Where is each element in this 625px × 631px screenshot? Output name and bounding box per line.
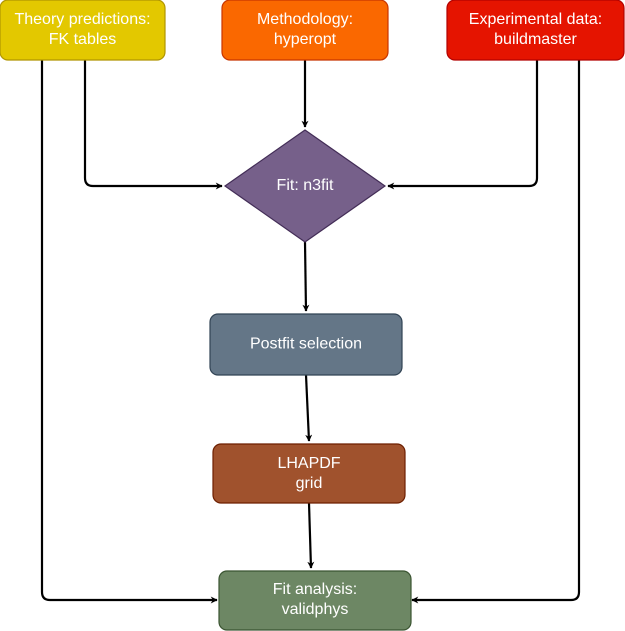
node-methodology-label-line1: Methodology: [257, 11, 353, 28]
edge-experimental-to-analysis [411, 60, 581, 604]
node-theory-label-line1: Theory predictions: [14, 11, 150, 28]
edge-postfit-to-lhapdf [304, 374, 313, 442]
node-experimental-label-line1: Experimental data: [469, 11, 602, 28]
node-experimental-box [446, 0, 625, 61]
node-theory-predictions: Theory predictions: FK tables [0, 0, 166, 61]
node-experimental-label-line2: buildmaster [494, 31, 577, 48]
node-postfit-selection: Postfit selection [209, 313, 403, 376]
node-fit-diamond [223, 129, 387, 243]
node-methodology-box [221, 0, 389, 61]
node-analysis-box [218, 570, 412, 631]
node-experimental-data: Experimental data: buildmaster [446, 0, 625, 61]
node-theory-label-line2: FK tables [49, 31, 117, 48]
node-lhapdf-label-line2: grid [296, 475, 323, 492]
node-postfit-box [209, 313, 403, 376]
node-methodology: Methodology: hyperopt [221, 0, 389, 61]
node-fit: Fit: n3fit [223, 129, 387, 243]
edge-lhapdf-to-analysis [307, 502, 315, 569]
edge-experimental-to-fit [387, 60, 539, 190]
node-postfit-label: Postfit selection [250, 336, 362, 353]
node-analysis-label-line2: validphys [282, 601, 349, 618]
node-lhapdf-box [212, 443, 406, 504]
node-lhapdf-label-line1: LHAPDF [277, 455, 340, 472]
node-analysis-label-line1: Fit analysis: [273, 581, 357, 598]
edge-theory-to-fit [83, 60, 223, 190]
edge-theory-to-analysis [40, 60, 218, 604]
edge-fit-to-postfit [302, 241, 310, 312]
node-fit-analysis: Fit analysis: validphys [218, 570, 412, 631]
node-methodology-label-line2: hyperopt [274, 31, 337, 48]
node-fit-label: Fit: n3fit [277, 177, 334, 194]
node-theory-box [0, 0, 166, 61]
edges [40, 60, 581, 604]
node-lhapdf-grid: LHAPDF grid [212, 443, 406, 504]
